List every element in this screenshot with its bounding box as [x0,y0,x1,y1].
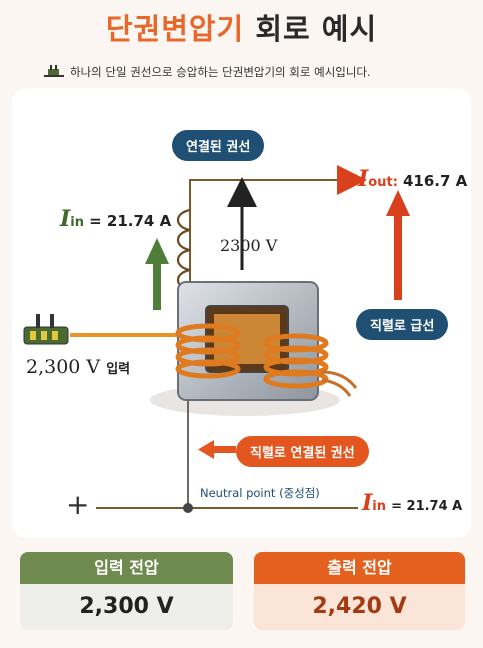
output-voltage-card: 출력 전압 2,420 V [254,552,465,630]
input-voltage-card-label: 입력 전압 [20,552,233,584]
title-highlight: 단권변압기 [105,12,245,46]
plug-icon [44,64,66,81]
output-voltage-card-value: 2,420 V [312,594,407,619]
series-feed-badge: 직렬로 급선 [356,309,449,340]
input-current-top: Iin = 21.74 A [60,206,172,232]
output-current-label: Iout: 416.7 A [358,166,468,192]
output-current-arrow [386,190,410,300]
input-current-arrow [145,238,169,310]
input-voltage-label: 2,300 V 입력 [26,356,131,378]
input-voltage-card: 입력 전압 2,300 V [20,552,233,630]
output-lead [321,370,358,389]
neutral-point-dot [183,503,193,513]
neutral-point-label: Neutral point (중성점) [200,486,320,500]
subtitle: 하나의 단일 권선으로 승압하는 단권변압기의 회로 예시입니다. [44,64,474,81]
left-winding [175,323,241,379]
connected-winding-badge: 연결된 권선 [172,130,265,161]
primary-coil [176,208,191,292]
input-voltage-card-value: 2,300 V [79,594,174,619]
output-voltage-card-label: 출력 전압 [254,552,465,584]
series-winding-arrow [198,440,236,459]
coil-voltage-label: 2300 V [220,236,278,255]
series-connected-winding-badge: 직렬로 연결된 권선 [236,436,369,467]
right-winding [263,333,329,389]
page-title: 단권변압기 회로 예시 [0,6,483,48]
plus-sign: + [66,488,90,521]
input-current-bottom: Iin = 21.74 A [362,490,463,516]
title-rest: 회로 예시 [255,12,378,46]
plug-icon [23,314,69,345]
top-wire [189,165,367,305]
subtitle-text: 하나의 단일 권선으로 승압하는 단권변압기의 회로 예시입니다. [70,65,371,79]
